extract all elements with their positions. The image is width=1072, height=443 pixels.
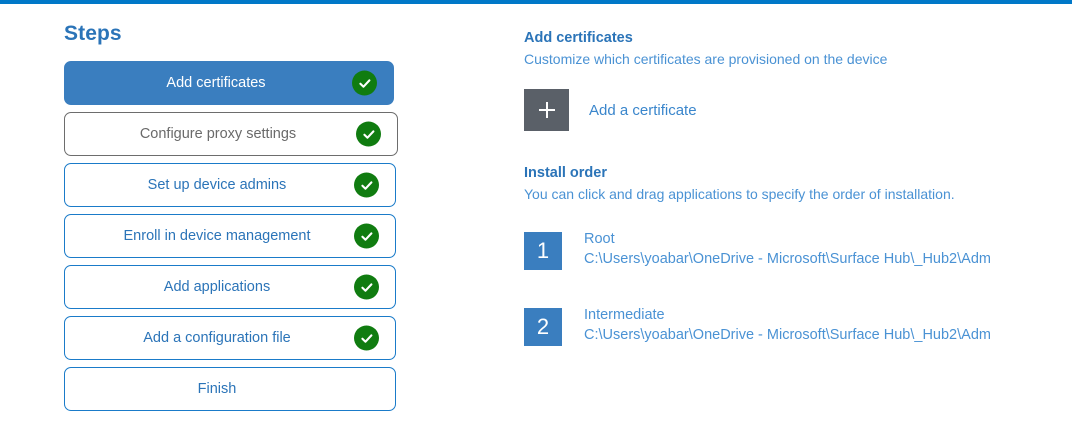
step-item-add-a-configuration-file[interactable]: Add a configuration file (64, 316, 396, 360)
steps-heading: Steps (64, 22, 122, 45)
install-order-heading: Install order (524, 165, 607, 181)
step-label: Configure proxy settings (139, 125, 297, 142)
step-label: Add a configuration file (143, 329, 291, 346)
order-number-badge: 1 (524, 232, 562, 270)
check-circle-icon (354, 223, 379, 249)
step-label: Add certificates (166, 74, 266, 91)
order-item-name: Intermediate (584, 307, 665, 323)
order-item-path: C:\Users\yoabar\OneDrive - Microsoft\Sur… (584, 327, 991, 343)
step-item-add-applications[interactable]: Add applications (64, 265, 396, 309)
add-certificates-heading: Add certificates (524, 30, 633, 46)
step-label: Add applications (163, 278, 271, 295)
step-item-configure-proxy-settings[interactable]: Configure proxy settings (64, 112, 398, 156)
plus-icon[interactable] (524, 89, 569, 131)
step-label: Set up device admins (147, 176, 287, 193)
order-item-name: Root (584, 231, 615, 247)
detail-panel: Add certificates Customize which certifi… (524, 30, 1072, 382)
order-item-text: Intermediate C:\Users\yoabar\OneDrive - … (584, 306, 991, 346)
install-order-section: Install order You can click and drag app… (524, 165, 1072, 382)
step-label: Finish (197, 380, 237, 397)
check-circle-icon (356, 121, 381, 147)
step-item-set-up-device-admins[interactable]: Set up device admins (64, 163, 396, 207)
check-circle-icon (354, 274, 379, 300)
add-certificates-subtitle: Customize which certificates are provisi… (524, 51, 888, 67)
install-order-subtitle: You can click and drag applications to s… (524, 186, 955, 202)
check-circle-icon (354, 325, 379, 351)
order-number-badge: 2 (524, 308, 562, 346)
add-certificates-section: Add certificates Customize which certifi… (524, 30, 1072, 131)
step-item-enroll-in-device-management[interactable]: Enroll in device management (64, 214, 396, 258)
steps-panel: Steps Add certificates Configure proxy s… (64, 22, 404, 418)
step-item-add-certificates[interactable]: Add certificates (64, 61, 394, 105)
check-circle-icon (352, 70, 377, 96)
list-item[interactable]: 1 Root C:\Users\yoabar\OneDrive - Micros… (524, 230, 1072, 306)
install-order-list: 1 Root C:\Users\yoabar\OneDrive - Micros… (524, 230, 1072, 382)
order-item-text: Root C:\Users\yoabar\OneDrive - Microsof… (584, 230, 991, 270)
order-item-path: C:\Users\yoabar\OneDrive - Microsoft\Sur… (584, 251, 991, 267)
step-item-finish[interactable]: Finish (64, 367, 396, 411)
list-item[interactable]: 2 Intermediate C:\Users\yoabar\OneDrive … (524, 306, 1072, 382)
check-circle-icon (354, 172, 379, 198)
add-a-certificate-label: Add a certificate (589, 101, 697, 119)
top-accent-bar (0, 0, 1072, 4)
step-label: Enroll in device management (123, 227, 311, 244)
add-a-certificate-button[interactable]: Add a certificate (524, 89, 784, 131)
